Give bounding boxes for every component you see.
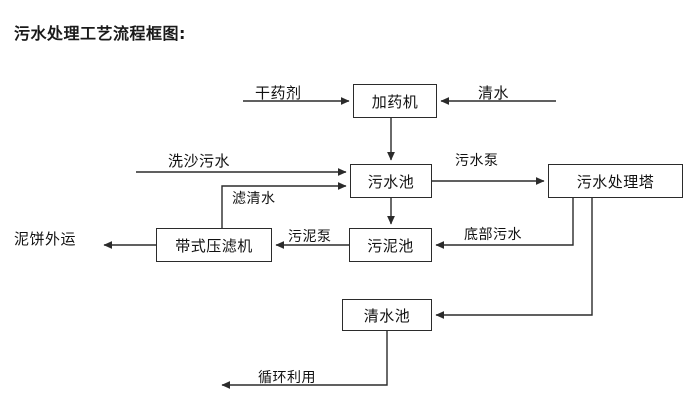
edge-label-sludge-pump: 污泥泵	[288, 229, 332, 245]
io-label-dry-chemical: 干药剂	[255, 84, 302, 102]
node-sewage-pool[interactable]: 污水池	[350, 164, 432, 198]
edge-tower-to-sludge-pool	[435, 198, 574, 249]
edge-clear-water-recycle	[221, 331, 388, 389]
node-treatment-tower[interactable]: 污水处理塔	[548, 164, 683, 198]
io-label-mud-cake-out: 泥饼外运	[14, 230, 77, 248]
io-label-sand-wash-sewage: 洗沙污水	[168, 152, 231, 170]
node-label: 污泥池	[367, 236, 414, 255]
node-label: 加药机	[371, 92, 419, 111]
edge-label-filtrate: 滤清水	[232, 191, 276, 207]
edge-filtrate-to-sewage-pool	[221, 182, 347, 228]
node-clear-water-pool[interactable]: 清水池	[342, 299, 432, 331]
node-label: 清水池	[363, 306, 411, 325]
node-dosing-machine[interactable]: 加药机	[353, 84, 437, 118]
edge-label-recycle-use: 循环利用	[258, 370, 316, 386]
node-label: 污水处理塔	[576, 172, 655, 191]
node-belt-filter-press[interactable]: 带式压滤机	[156, 228, 272, 262]
edge-tower-to-clear-water-pool	[435, 198, 593, 319]
page-title: 污水处理工艺流程框图:	[14, 24, 186, 43]
node-label: 污水池	[367, 172, 415, 191]
edge-label-sewage-pump: 污水泵	[455, 153, 499, 169]
edge-label-bottom-sewage: 底部污水	[464, 227, 522, 243]
node-sludge-pool[interactable]: 污泥池	[349, 228, 432, 262]
io-label-clean-water: 清水	[478, 84, 510, 102]
node-label: 带式压滤机	[175, 236, 253, 255]
